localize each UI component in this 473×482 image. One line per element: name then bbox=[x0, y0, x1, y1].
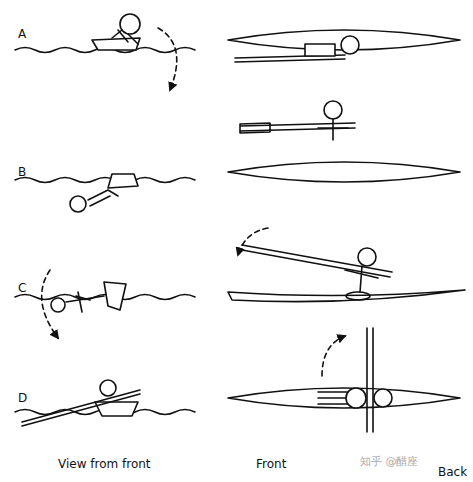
paddler-body bbox=[112, 30, 138, 44]
paddler-head bbox=[374, 389, 392, 407]
paddler-body bbox=[66, 292, 104, 312]
paddle bbox=[367, 328, 373, 432]
view-caption: View from front bbox=[58, 458, 151, 470]
kayak-top bbox=[228, 388, 460, 408]
kayak-side bbox=[104, 282, 126, 310]
step-letter: B bbox=[18, 166, 26, 178]
watermark: 知乎 @醋座 bbox=[360, 456, 419, 467]
kayak-side bbox=[108, 174, 138, 188]
step-letter: A bbox=[18, 28, 26, 40]
step-letter: D bbox=[18, 392, 27, 404]
paddler-head bbox=[346, 388, 366, 408]
paddler-head bbox=[51, 298, 65, 312]
paddler-body bbox=[318, 392, 348, 404]
paddler-head bbox=[358, 248, 376, 266]
roll-arrow bbox=[158, 28, 177, 90]
paddler-body bbox=[88, 190, 118, 206]
paddler-head bbox=[324, 101, 342, 119]
paddler-body bbox=[318, 119, 348, 140]
paddle bbox=[242, 245, 392, 277]
paddler-head bbox=[341, 36, 359, 54]
paddler-body bbox=[305, 44, 335, 56]
paddle bbox=[22, 390, 140, 426]
paddler-head bbox=[70, 196, 86, 212]
kayak-top bbox=[228, 162, 460, 182]
water-wave bbox=[15, 178, 195, 183]
cockpit bbox=[346, 292, 370, 300]
roll-arrow bbox=[238, 228, 268, 255]
roll-arrow bbox=[322, 336, 345, 376]
roll-arrow bbox=[42, 270, 58, 338]
end-label: Back bbox=[438, 466, 467, 478]
paddler-body bbox=[345, 266, 378, 292]
step-letter: C bbox=[18, 282, 26, 294]
paddler-head bbox=[120, 14, 140, 34]
end-label: Front bbox=[256, 458, 286, 470]
paddler-head bbox=[100, 380, 116, 396]
kayak-side bbox=[228, 290, 465, 302]
